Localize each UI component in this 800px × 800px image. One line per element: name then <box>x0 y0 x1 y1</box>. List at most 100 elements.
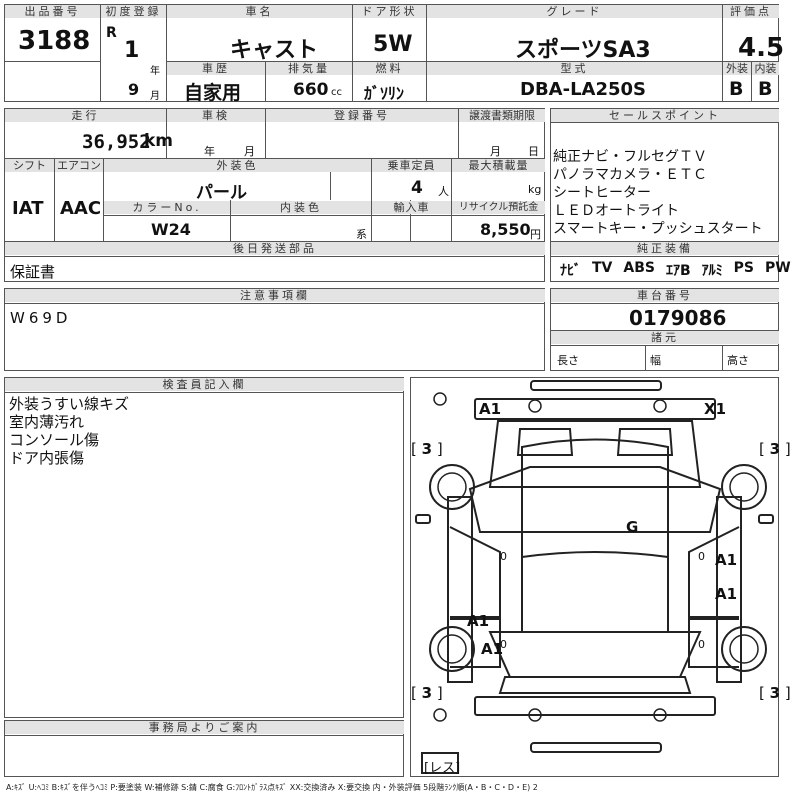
displacement-unit: cc <box>331 87 342 98</box>
front-bumper <box>530 380 662 391</box>
lot-no-label: 出品番号 <box>5 5 100 18</box>
car-diagram <box>415 380 774 774</box>
sales-points-list: 純正ナビ・フルセグＴＶ パノラマカメラ・ＥＴＣ シートヒーター ＬＥＤオートライ… <box>553 148 763 238</box>
transfer-deadline-label: 譲渡書類期限 <box>459 109 545 122</box>
mileage-unit: km <box>144 131 174 151</box>
mark-left-front-door: A1 <box>467 612 490 630</box>
mileage-label: 走行 <box>5 109 166 122</box>
front-hood <box>488 420 702 488</box>
rear-bumper <box>530 742 662 753</box>
grade: スポーツSA3 <box>515 38 651 63</box>
later-items-label: 後日発送部品 <box>5 242 545 255</box>
ext-color: パール <box>196 183 247 203</box>
equipment-list: ﾅﾋﾞ TV ABS ｴｱB ｱﾙﾐ PS PW <box>560 260 791 280</box>
lot-number: 3188 <box>18 26 91 56</box>
mark-front-right: X1 <box>704 400 727 418</box>
recycle-label: リサイクル預託金 <box>452 201 545 214</box>
chassis-number: 0179086 <box>629 306 727 330</box>
fuel-label: 燃料 <box>353 62 426 75</box>
length-label: 長さ <box>557 354 579 367</box>
wheel-rear-left <box>429 626 475 672</box>
doors: 5W <box>373 32 413 57</box>
wheel-front-right <box>721 464 767 510</box>
spare-tire: [レス] <box>424 761 461 776</box>
right-front-door <box>688 526 740 618</box>
sales-point: 純正ナビ・フルセグＴＶ <box>553 149 707 165</box>
model-label: 型式 <box>427 62 722 75</box>
office-block <box>4 720 404 777</box>
height-label: 高さ <box>727 354 749 367</box>
inspector-line: コンソール傷 <box>9 431 100 449</box>
inspector-line: ドア内張傷 <box>9 449 85 467</box>
recycle-unit: 円 <box>530 228 541 241</box>
mark-roof: G <box>626 518 639 536</box>
color-no-label: カラーNo. <box>104 201 230 214</box>
recycle: 8,550 <box>480 220 531 239</box>
equipment-item: TV <box>592 260 613 276</box>
tire-tread-rear-left: [ 3 ] <box>411 684 443 702</box>
ac: AAC <box>60 198 102 219</box>
inspection-label: 車検 <box>167 109 265 122</box>
width-label: 幅 <box>650 354 661 367</box>
sales-point: シートヒーター <box>553 185 651 201</box>
wheel-rear-right <box>721 626 767 672</box>
roof <box>521 438 669 559</box>
mirror-right <box>758 514 774 524</box>
equipment-item: ｱﾙﾐ <box>701 263 723 279</box>
notes-value: W69D <box>10 309 72 327</box>
equipment-item: ﾅﾋﾞ <box>560 263 581 279</box>
capacity-unit: 人 <box>438 185 449 198</box>
car-name-label: 車名 <box>167 5 352 18</box>
max-load-unit: kg <box>528 183 542 196</box>
tailgate <box>498 676 692 694</box>
inspector-notes: 外装うすい線キズ 室内薄汚れ コンソール傷 ドア内張傷 <box>9 395 129 467</box>
sales-point: ＬＥＤオートライト <box>553 203 679 219</box>
notes-label: 注意事項欄 <box>5 289 545 302</box>
grade-label: グレード <box>427 5 722 18</box>
sales-points-block <box>550 108 779 282</box>
color-no: W24 <box>151 220 191 239</box>
shift-label: シフト <box>5 159 54 172</box>
equipment-item: PW <box>765 260 791 276</box>
mirror-round-left <box>433 392 447 406</box>
transfer-month-unit: 月 <box>490 145 501 158</box>
doors-label: ドア形状 <box>353 5 426 18</box>
ext-grade-label: 外装 <box>723 62 751 75</box>
front-bumper-upper <box>474 398 716 420</box>
fuel: ｶﾞｿﾘﾝ <box>364 84 405 103</box>
score: 4.5 <box>738 33 785 63</box>
left-front-door <box>449 526 501 618</box>
inspector-line: 室内薄汚れ <box>9 413 85 431</box>
office-label: 事務局よりご案内 <box>5 721 404 734</box>
era: R <box>106 25 117 41</box>
sales-point: スマートキー・プッシュスタート <box>553 221 763 237</box>
tire-tread-front-left: [ 3 ] <box>411 440 443 458</box>
equipment-item: ABS <box>623 260 655 276</box>
right-rear-door <box>688 618 739 668</box>
score-label: 評価点 <box>723 5 779 18</box>
reg-no-label: 登録番号 <box>266 109 458 122</box>
model: DBA-LA250S <box>520 79 646 100</box>
inspection-year-unit: 年 <box>204 145 215 158</box>
displacement-label: 排気量 <box>266 62 352 75</box>
rear-bumper-lower <box>474 696 716 716</box>
mark-right-front-door: A1 <box>715 551 738 569</box>
displacement: 660 <box>293 80 329 100</box>
zero-mark: 0 <box>500 638 507 651</box>
ext-grade: B <box>729 78 744 100</box>
zero-mark: 0 <box>698 638 705 651</box>
capacity-label: 乗車定員 <box>372 159 451 172</box>
equipment-item: PS <box>733 260 754 276</box>
car-name: キャスト <box>230 38 319 63</box>
ext-color-label: 外装色 <box>104 159 371 172</box>
int-grade: B <box>758 78 773 100</box>
inspector-block <box>4 377 404 718</box>
legend: A:ｷｽﾞ U:ﾍｺﾐ B:ｷｽﾞを伴うﾍｺﾐ P:要塗装 W:補修跡 S:錆 … <box>6 783 538 792</box>
chassis-block <box>550 288 779 371</box>
wheel-front-left <box>429 464 475 510</box>
mark-right-rear-door: A1 <box>715 585 738 603</box>
mirror-left <box>415 514 431 524</box>
int-color-unit: 系 <box>356 228 367 241</box>
ac-label: エアコン <box>55 159 103 172</box>
later-items: 保証書 <box>10 263 56 281</box>
